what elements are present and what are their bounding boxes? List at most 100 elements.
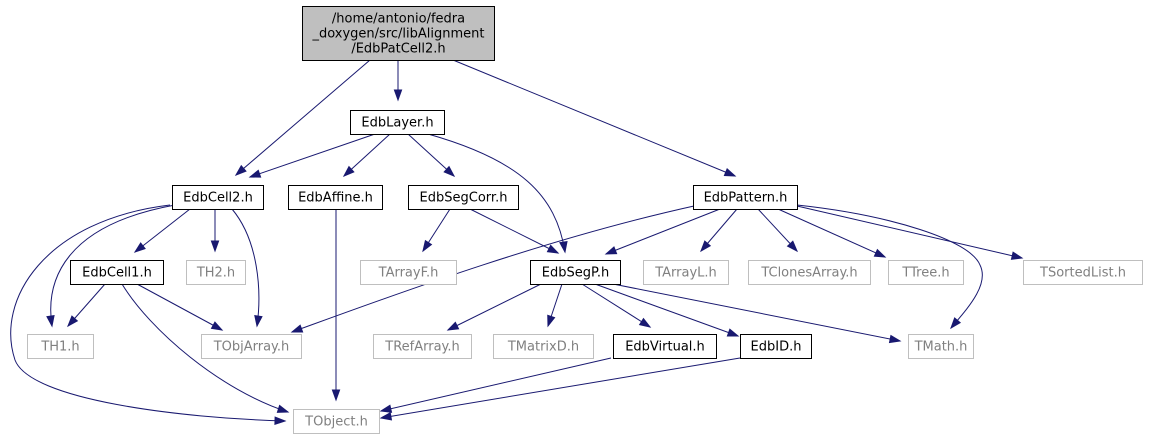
edge-edbcell2-to-th2	[210, 209, 220, 253]
edge-root-to-edbcell2	[234, 59, 371, 176]
edge-edblayer-to-edbaffine	[342, 133, 391, 177]
edge-edbcell2-to-th1	[46, 204, 176, 328]
node-label: TObjArray.h	[213, 340, 290, 355]
node-box	[613, 334, 717, 359]
edge-edbsegp-to-edbvirtual	[581, 283, 652, 328]
node-box	[27, 334, 94, 359]
node-label: EdbSegCorr.h	[420, 191, 508, 206]
node-th1: TH1.h	[27, 334, 94, 359]
node-label: TMatrixD.h	[507, 340, 579, 355]
node-label: /home/antonio/fedra	[332, 12, 465, 27]
node-box	[740, 334, 812, 359]
root-file-node[interactable]: /home/antonio/fedra_doxygen/src/libAlign…	[302, 6, 495, 61]
node-box	[493, 334, 594, 359]
node-box	[201, 334, 302, 359]
edge-edbpattern-to-ttree	[777, 208, 887, 258]
node-layer: /home/antonio/fedra_doxygen/src/libAlign…	[27, 6, 1143, 434]
edge-edbcell2-to-edbcell1	[133, 208, 191, 253]
node-tobjarray: TObjArray.h	[201, 334, 302, 359]
edge-edbpattern-to-tsortedlist	[796, 205, 1024, 260]
node-label: EdbAffine.h	[298, 191, 373, 206]
edge-edbcell2-to-tobject	[10, 204, 287, 426]
edge-edbpattern-to-tarrayl	[700, 208, 738, 253]
node-label: _doxygen/src/libAlignment	[311, 27, 484, 42]
node-box	[643, 260, 729, 285]
node-label: EdbLayer.h	[361, 116, 433, 131]
node-edbpattern[interactable]: EdbPattern.h	[693, 185, 798, 210]
edge-edbsegp-to-tmatrixd	[547, 283, 563, 328]
edge-edbpattern-to-edbsegp	[604, 208, 721, 255]
node-label: TTree.h	[901, 266, 949, 281]
node-label: TMath.h	[914, 340, 968, 355]
edge-edblayer-to-edbsegp	[427, 133, 568, 254]
node-box	[748, 260, 871, 285]
node-box	[373, 334, 472, 359]
node-box	[908, 334, 974, 359]
edge-edbcell1-to-tobjarray	[136, 283, 224, 331]
node-box	[302, 6, 495, 61]
node-box	[288, 185, 383, 210]
edge-edbpattern-to-tmath	[796, 204, 983, 330]
node-tarrayl: TArrayL.h	[643, 260, 729, 285]
node-tarrayf: TArrayF.h	[360, 260, 457, 285]
node-label: TH2.h	[196, 266, 235, 281]
edge-edbcell1-to-tobject	[121, 283, 290, 413]
node-label: EdbID.h	[751, 340, 802, 355]
node-box	[293, 409, 380, 434]
node-edbsegcorr[interactable]: EdbSegCorr.h	[408, 185, 519, 210]
node-label: TObject.h	[304, 415, 368, 430]
edge-root-to-edbpattern	[452, 59, 737, 177]
edge-edbid-to-tobject	[379, 357, 741, 421]
node-tmatrixd: TMatrixD.h	[493, 334, 594, 359]
edge-edbaffine-to-tobject	[331, 209, 341, 402]
node-box	[360, 260, 457, 285]
edge-edbsegp-to-edbid	[594, 283, 740, 337]
node-box	[530, 260, 621, 285]
node-label: EdbCell2.h	[183, 191, 253, 206]
node-tsortedlist: TSortedList.h	[1023, 260, 1143, 285]
node-tobject: TObject.h	[293, 409, 380, 434]
edge-edbsegcorr-to-edbsegp	[469, 208, 560, 254]
edge-edbvirtual-to-tobject	[379, 357, 612, 413]
node-edbcell2[interactable]: EdbCell2.h	[172, 185, 264, 210]
edge-edblayer-to-edbcell2	[248, 133, 376, 178]
node-edbsegp[interactable]: EdbSegP.h	[530, 260, 621, 285]
node-box	[186, 260, 246, 285]
node-tclonesarray: TClonesArray.h	[748, 260, 871, 285]
node-label: /EdbPatCell2.h	[351, 42, 445, 57]
node-label: TH1.h	[40, 340, 79, 355]
node-edbcell1[interactable]: EdbCell1.h	[70, 260, 164, 285]
edge-edbsegp-to-tmath	[612, 283, 902, 344]
node-edblayer[interactable]: EdbLayer.h	[350, 110, 445, 135]
edge-edbsegp-to-trefarray	[446, 283, 542, 331]
node-box	[172, 185, 264, 210]
node-label: TArrayF.h	[378, 266, 439, 281]
node-label: TClonesArray.h	[760, 266, 857, 281]
node-box	[888, 260, 964, 285]
edge-edblayer-to-edbsegcorr	[407, 133, 456, 177]
edge-edbcell2-to-tobjarray	[231, 208, 263, 328]
node-box	[693, 185, 798, 210]
node-th2: TH2.h	[186, 260, 246, 285]
node-edbvirtual[interactable]: EdbVirtual.h	[613, 334, 717, 359]
node-box	[350, 110, 445, 135]
node-trefarray: TRefArray.h	[373, 334, 472, 359]
edge-edbcell1-to-th1	[67, 283, 106, 328]
node-label: EdbPattern.h	[704, 191, 788, 206]
edge-edbsegcorr-to-tarrayf	[422, 208, 451, 253]
node-label: TArrayL.h	[654, 266, 717, 281]
node-edbaffine[interactable]: EdbAffine.h	[288, 185, 383, 210]
node-label: TSortedList.h	[1039, 266, 1126, 281]
node-label: EdbVirtual.h	[625, 340, 705, 355]
node-edbid[interactable]: EdbID.h	[740, 334, 812, 359]
node-label: EdbSegP.h	[542, 266, 609, 281]
node-tmath: TMath.h	[908, 334, 974, 359]
edge-root-to-edblayer	[393, 60, 403, 102]
node-label: EdbCell1.h	[82, 266, 152, 281]
node-box	[1023, 260, 1143, 285]
node-label: TRefArray.h	[384, 340, 460, 355]
node-box	[70, 260, 164, 285]
edge-edbpattern-to-tobjarray	[290, 205, 695, 333]
node-box	[408, 185, 519, 210]
